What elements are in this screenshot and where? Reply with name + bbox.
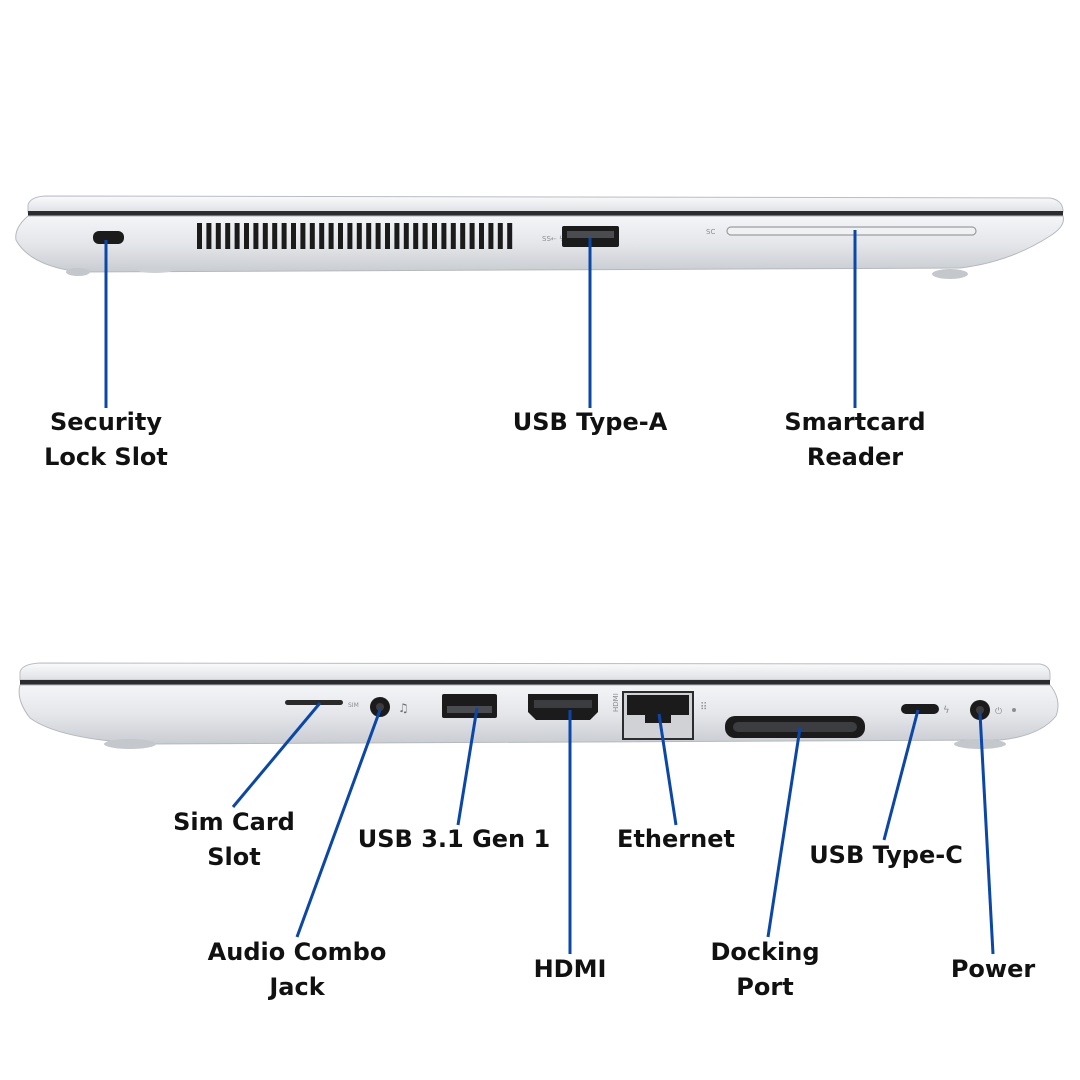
sim-engraving: SIM xyxy=(348,702,359,709)
lid-edge xyxy=(27,195,1064,213)
vent-slat xyxy=(422,223,428,249)
foot xyxy=(932,269,968,279)
vent-slat xyxy=(441,223,447,249)
hinge-line xyxy=(28,211,1063,216)
label-ethernet: Ethernet xyxy=(617,825,735,853)
vent-slat xyxy=(450,223,456,249)
label-usb-type-a: USB Type-A xyxy=(512,408,668,436)
vent-slat xyxy=(328,223,334,249)
hdmi-engraving: HDMI xyxy=(612,693,620,712)
label-usb-3-1-gen-1: USB 3.1 Gen 1 xyxy=(357,825,551,853)
security-lock-slot xyxy=(93,231,124,244)
vent-slat xyxy=(356,223,362,249)
vent-slat xyxy=(432,223,437,249)
thunderbolt-icon: ϟ xyxy=(943,705,950,716)
vent-slat xyxy=(460,223,466,249)
vent-slat xyxy=(469,223,475,249)
vent-slat xyxy=(215,223,221,249)
pointer-audio xyxy=(295,709,382,938)
lid-edge xyxy=(19,662,1051,681)
label-usb-type-c: USB Type-C xyxy=(809,841,963,869)
vent-slat xyxy=(366,223,372,249)
pointer-ethernet xyxy=(657,713,678,826)
laptop-right-side: SS⇠ ϟ SC xyxy=(15,195,1064,279)
vent-slat xyxy=(479,223,484,249)
vent-slat xyxy=(225,223,231,249)
power-icon: ⏻ xyxy=(995,706,1002,717)
pointer-power xyxy=(978,712,995,955)
vent-slat xyxy=(385,223,390,249)
hinge-line xyxy=(20,680,1050,685)
label-security-lock-slot: Security Lock Slot xyxy=(44,408,168,471)
label-hdmi: HDMI xyxy=(533,955,607,983)
vent-slat xyxy=(403,223,409,249)
label-power: Power xyxy=(950,955,1036,983)
vent-slat xyxy=(272,223,278,249)
vent-slat xyxy=(309,223,315,249)
foot xyxy=(954,739,1006,749)
vent-slat xyxy=(413,223,419,249)
vent-slat xyxy=(197,223,202,249)
base-body xyxy=(15,215,1064,273)
vent-slat xyxy=(338,223,343,249)
foot xyxy=(66,268,90,276)
vent-slat xyxy=(234,223,240,249)
foot xyxy=(104,739,156,749)
label-audio-combo-jack: Audio Combo Jack xyxy=(207,938,387,1001)
ethernet-icon: ⠿ xyxy=(700,702,707,713)
vent-slat xyxy=(253,223,259,249)
vent-slat xyxy=(497,223,503,249)
vent-slat xyxy=(300,223,306,249)
pointer-lines xyxy=(104,230,995,955)
laptop-left-side: SIM ♫ HDMI ⠿ ϟ ⏻ xyxy=(18,662,1059,749)
foot xyxy=(137,267,173,273)
vent-slat xyxy=(244,223,249,249)
usb-engraving: SS⇠ ϟ xyxy=(542,235,564,243)
label-docking-port: Docking Port xyxy=(710,938,820,1001)
label-smartcard-reader: Smartcard Reader xyxy=(784,408,926,471)
vent-slat xyxy=(262,223,268,249)
label-sim-card-slot: Sim Card Slot xyxy=(173,808,295,871)
headphone-icon: ♫ xyxy=(398,701,409,715)
vent-slat xyxy=(507,223,513,249)
vent-slat xyxy=(281,223,287,249)
pointer-usb-type-c xyxy=(882,709,920,841)
vent-grille xyxy=(197,223,513,249)
vent-slat xyxy=(319,223,325,249)
smartcard-reader-slot xyxy=(726,226,977,236)
pointer-docking xyxy=(766,727,802,938)
power-led xyxy=(1012,708,1016,712)
vent-slat xyxy=(488,223,494,249)
usb-type-c-port xyxy=(901,704,939,714)
vent-slat xyxy=(291,223,296,249)
vent-slat xyxy=(347,223,353,249)
sc-engraving: SC xyxy=(706,228,715,236)
vent-slat xyxy=(375,223,381,249)
vent-slat xyxy=(206,223,212,249)
pointer-sim xyxy=(231,702,322,808)
vent-slat xyxy=(394,223,400,249)
pointer-usb31 xyxy=(456,707,479,826)
sim-card-slot xyxy=(285,700,343,705)
